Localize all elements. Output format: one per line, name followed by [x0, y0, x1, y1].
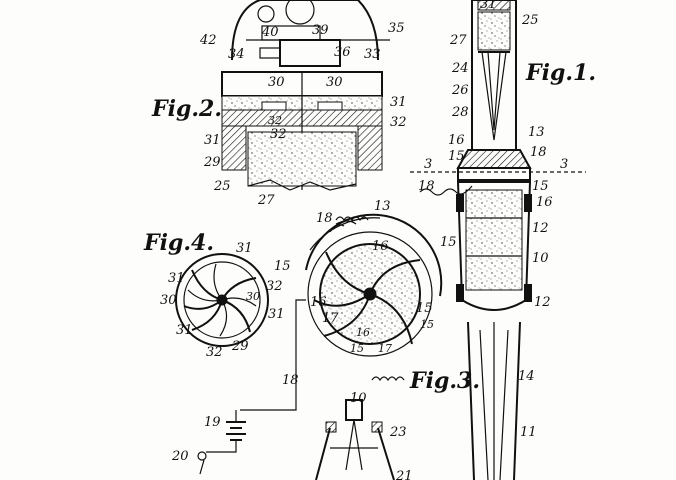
label: 21 [395, 469, 413, 480]
label: 31 [176, 323, 193, 338]
label: 13 [374, 199, 391, 214]
figure-3-rotor: 18 13 16 15 15 16 17 15 15 16 15 17 18 F… [240, 199, 480, 411]
figure-title: Fig.4. [143, 230, 214, 256]
label: 11 [520, 425, 537, 440]
label: 31 [236, 241, 253, 256]
label: 33 [364, 47, 381, 62]
label: 34 [228, 47, 245, 62]
figure-1-rocket: 31 25 27 24 26 28 13 16 15 18 3 3 18 15 … [410, 0, 596, 480]
label: 12 [534, 295, 551, 310]
label: 31 [168, 271, 185, 286]
label: 13 [528, 125, 545, 140]
label: 28 [451, 105, 469, 120]
label: 18 [530, 145, 547, 160]
label: 29 [231, 339, 249, 354]
figure-title: Fig.2. [151, 96, 222, 122]
fig3-outer-ring [305, 213, 443, 297]
label: 31 [480, 0, 497, 12]
label: 35 [388, 21, 405, 36]
fig2-coil [279, 39, 341, 67]
label: 30 [326, 75, 343, 90]
label: 40 [261, 25, 279, 40]
label: 31 [204, 133, 221, 148]
label: 15 [420, 318, 434, 331]
label: 10 [350, 391, 367, 406]
label: 39 [312, 23, 329, 38]
label: 26 [451, 83, 469, 98]
label: 30 [268, 75, 285, 90]
label: 42 [199, 33, 217, 48]
label: 27 [449, 33, 467, 48]
label: 12 [532, 221, 549, 236]
label: 16 [536, 195, 553, 210]
label: 15 [440, 235, 457, 250]
label: 17 [322, 311, 339, 326]
label: 3 [560, 157, 568, 172]
label: 32 [206, 345, 223, 360]
label: 31 [390, 95, 407, 110]
label: 29 [203, 155, 221, 170]
figure-title: Fig.1. [525, 60, 596, 86]
label: 24 [451, 61, 469, 76]
label: 32 [268, 114, 282, 127]
fig4-rim [175, 253, 269, 347]
label: 20 [171, 449, 189, 464]
label: 15 [532, 179, 549, 194]
label: 27 [257, 193, 275, 208]
figure-title: Fig.3. [409, 368, 480, 394]
figure-circuit-stand: 19 20 10 23 21 [171, 391, 413, 480]
label: 15 [416, 301, 433, 316]
label: 25 [213, 179, 231, 194]
label: 18 [282, 373, 299, 388]
label: 15 [448, 149, 465, 164]
label: 15 [350, 342, 364, 355]
label: 16 [448, 133, 465, 148]
label: 32 [270, 127, 287, 142]
label: 15 [274, 259, 291, 274]
label: 17 [378, 342, 392, 355]
label: 19 [204, 415, 221, 430]
label: 16 [310, 295, 327, 310]
label: 32 [390, 115, 407, 130]
label: 16 [356, 326, 370, 339]
label: 18 [418, 179, 435, 194]
label: 10 [532, 251, 549, 266]
label: 23 [389, 425, 407, 440]
label: 3 [424, 157, 432, 172]
label: 25 [521, 13, 539, 28]
label: 30 [246, 290, 260, 303]
label: 14 [518, 369, 535, 384]
label: 30 [160, 293, 177, 308]
figure-4-disc: 31 31 32 30 30 31 31 32 29 Fig.4. [143, 230, 285, 360]
label: 16 [372, 239, 389, 254]
label: 36 [334, 45, 351, 60]
figure-2-section: 42 40 39 35 34 36 33 30 30 31 32 32 31 3… [151, 0, 407, 208]
label: 18 [316, 211, 333, 226]
label: 32 [266, 279, 283, 294]
label: 31 [268, 307, 285, 322]
